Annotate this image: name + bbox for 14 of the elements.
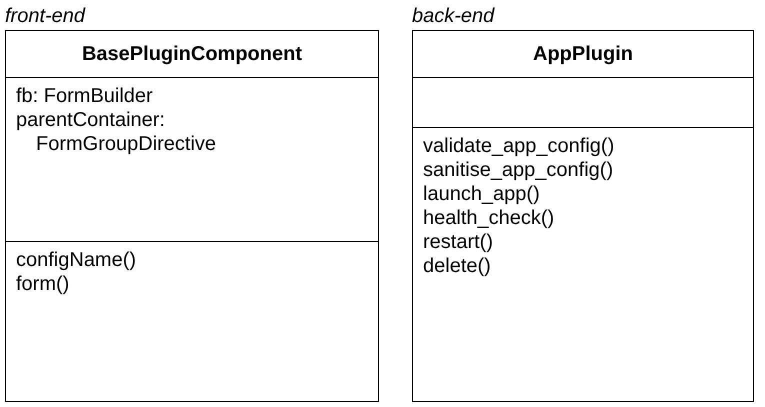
layer-heading: back-end xyxy=(412,4,494,28)
member-text: fb: FormBuilder xyxy=(16,84,154,108)
class-name: BasePluginComponent xyxy=(80,42,303,66)
member-text: validate_app_config() xyxy=(423,134,616,158)
member-text: launch_app() xyxy=(423,182,541,206)
member-text: restart() xyxy=(423,230,494,254)
member-text: parentContainer: FormGroupDirective xyxy=(16,108,218,156)
member-text: health_check() xyxy=(423,206,556,230)
member-text: sanitise_app_config() xyxy=(423,158,614,182)
class-name: AppPlugin xyxy=(532,42,634,66)
member-text: configName() xyxy=(16,248,138,272)
member-text: delete() xyxy=(423,254,492,278)
member-text: form() xyxy=(16,272,70,296)
layer-heading: front-end xyxy=(5,4,86,28)
